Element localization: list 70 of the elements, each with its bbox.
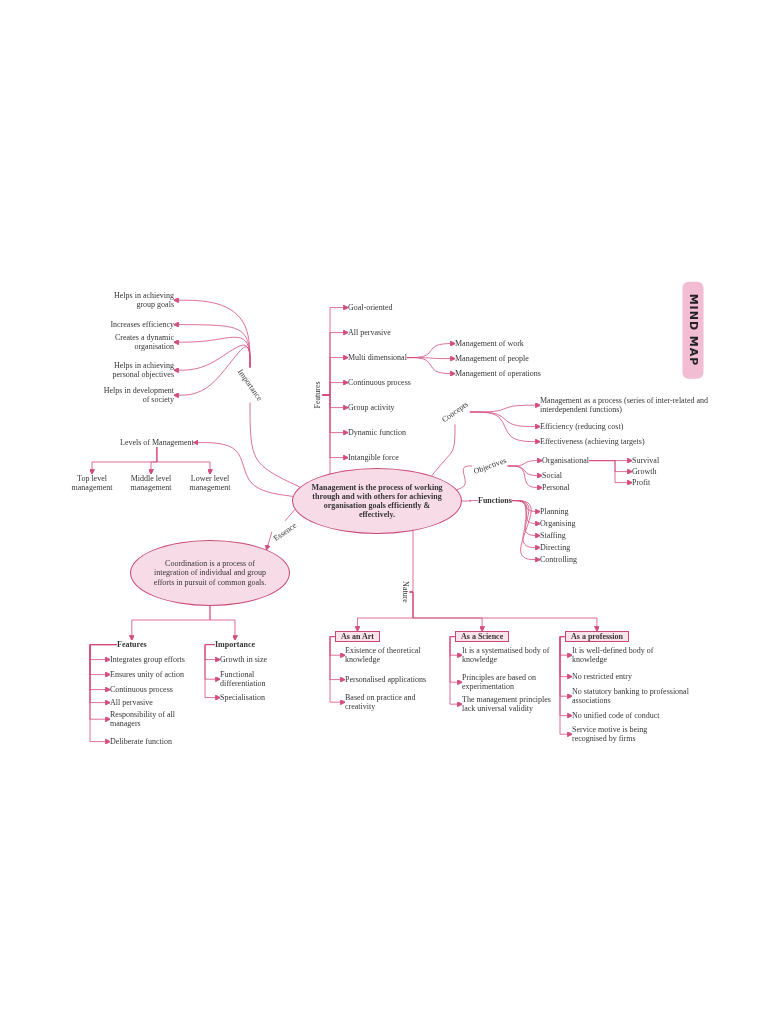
branch-item: Principles are based on experimentation (462, 673, 562, 692)
branch-item: Management of people (455, 354, 529, 364)
branch-label: Features (313, 381, 323, 409)
branch-item: Intangible force (348, 453, 399, 463)
connector-line (284, 509, 296, 522)
branch-item: No statutory banking to professional associations (572, 687, 690, 706)
branch-item: Controlling (540, 555, 577, 565)
heading-box: As a Science (455, 631, 510, 643)
branch-item: Multi dimensional (348, 353, 407, 363)
branch-item: Existence of theoretical knowledge (345, 646, 445, 665)
branch-item: Middle level management (123, 474, 179, 493)
branch-item: Ensures unity of action (110, 670, 184, 680)
branch-item: Responsibility of all managers (110, 710, 182, 729)
branch-item: Management as a process (series of inter-related and interdependent functions) (540, 396, 718, 415)
branch-item: Personal (542, 483, 570, 493)
branch-item: Helps in development of society (96, 386, 174, 405)
connector-line (456, 465, 473, 491)
title-badge: MIND MAP (682, 281, 704, 379)
branch-item: Deliberate function (110, 737, 172, 747)
branch-item: Group activity (348, 403, 395, 413)
branch-item: Social (542, 471, 562, 481)
branch-item: Continuous process (110, 685, 173, 695)
connector-line (431, 423, 456, 477)
branch-item: Based on practice and creativity (345, 693, 443, 712)
branch-item: No unified code of conduct (572, 711, 660, 721)
branch-item: Growth in size (220, 655, 268, 665)
branch-item: Organisational (542, 456, 589, 466)
branch-item: Top level management (64, 474, 120, 493)
branch-item: Increases efficiency (96, 320, 174, 330)
branch-item: Efficiency (reducing cost) (540, 422, 624, 432)
heading-box: As a profession (565, 631, 629, 643)
connector-line (322, 394, 331, 474)
branch-item: Planning (540, 507, 569, 517)
branch-item: Management of operations (455, 369, 541, 379)
concept-ellipse: Coordination is a process of integration of individual and group efforts in pursuit of common goals. (130, 540, 290, 606)
connector-line (409, 530, 414, 593)
branch-item: Continuous process (348, 378, 411, 388)
branch-label: Functions (478, 496, 512, 506)
branch-item: Profit (632, 478, 651, 488)
heading-box: As an Art (335, 631, 380, 643)
branch-item: Helps in achieving group goals (96, 291, 174, 310)
branch-item: No restricted entry (572, 672, 632, 682)
branch-label: Nature (400, 581, 410, 603)
connector-line (461, 500, 479, 502)
branch-item: Directing (540, 543, 571, 553)
branch-item: Effectiveness (achieving targets) (540, 437, 645, 447)
branch-item: It is a systematised body of knowledge (462, 646, 570, 665)
branch-item: Lower level management (182, 474, 238, 493)
branch-item: Specialisation (220, 693, 265, 703)
branch-item: Growth (632, 467, 657, 477)
branch-item: It is well-defined body of knowledge (572, 646, 672, 665)
branch-item: All pervasive (110, 698, 153, 708)
branch-item: Management of work (455, 339, 524, 349)
branch-item: Survival (632, 456, 660, 466)
branch-item: Functional differentiation (220, 670, 282, 689)
branch-item: Helps in achieving personal objectives (96, 361, 174, 380)
connector-line (249, 402, 301, 488)
branch-item: Staffing (540, 531, 566, 541)
branch-item: Personalised applications (345, 675, 427, 685)
branch-item: Integrates group efforts (110, 655, 185, 665)
branch-item: All pervasive (348, 328, 391, 338)
branch-heading: Features (117, 640, 147, 650)
branch-item: Goal-oriented (348, 303, 393, 313)
branch-item: The management principles lack universal validity (462, 695, 556, 714)
branch-item: Service motive is being recognised by firms (572, 725, 682, 744)
branch-item: Dynamic function (348, 428, 406, 438)
branch-heading: Importance (215, 640, 255, 650)
branch-item: Levels of Management (120, 438, 194, 448)
branch-item: Organising (540, 519, 576, 529)
branch-item: Creates a dynamic organisation (96, 333, 174, 352)
